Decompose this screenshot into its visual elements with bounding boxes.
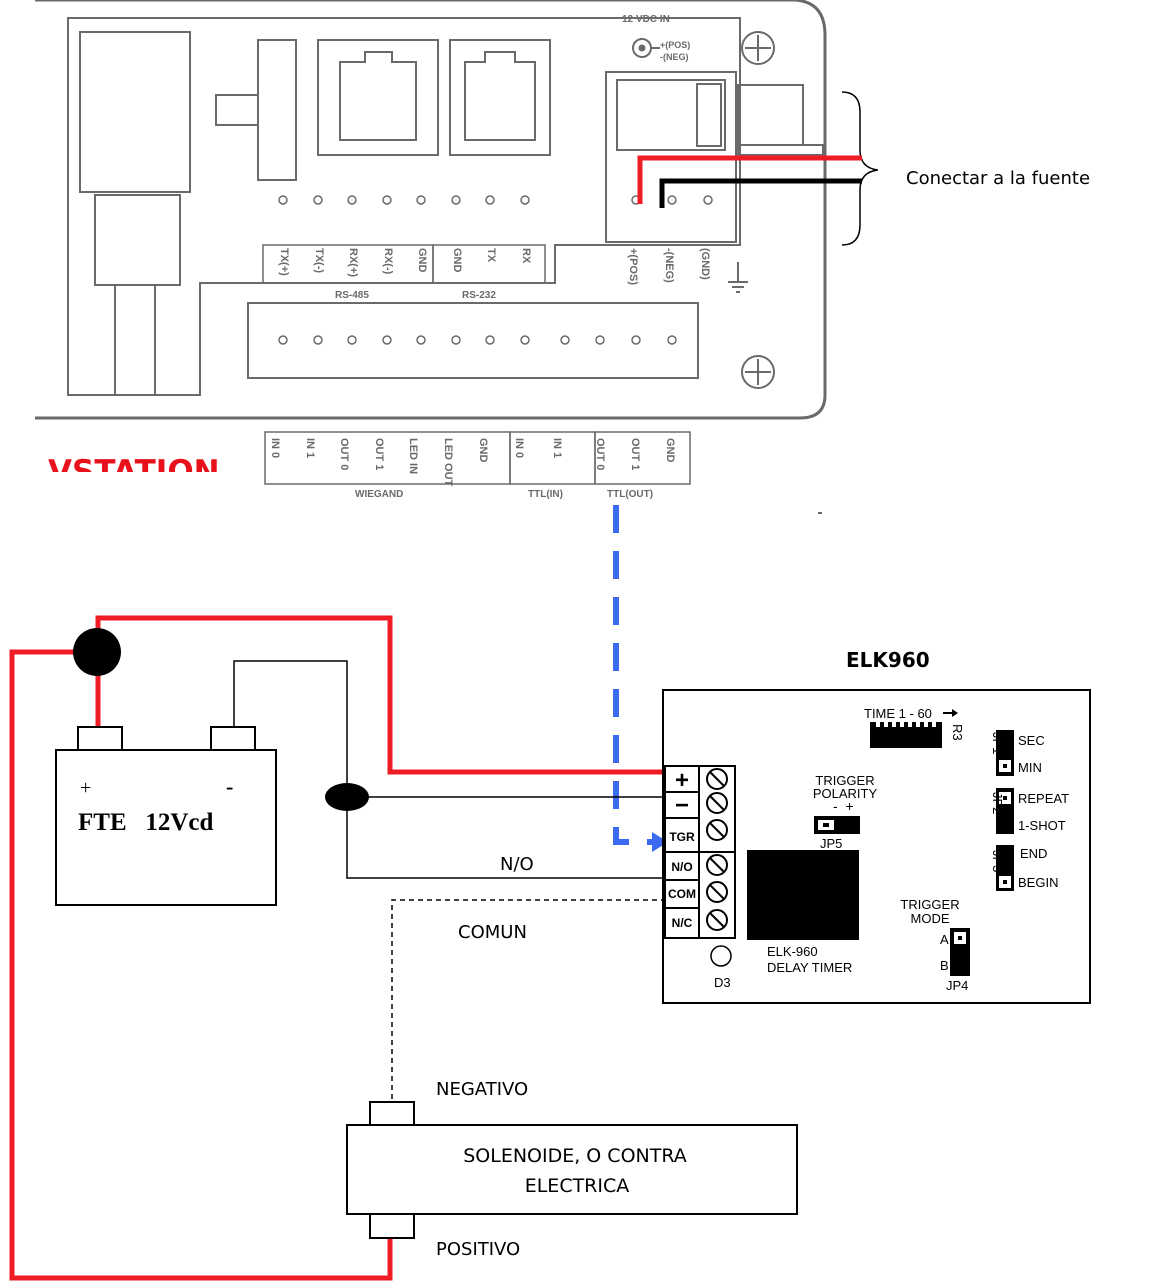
terminal-label: IN 1: [551, 438, 563, 458]
battery-plus: +: [80, 777, 91, 799]
jp2-label: JP2: [990, 792, 1005, 814]
negative-wire: [233, 660, 666, 879]
battery-minus: -: [226, 774, 233, 799]
terminal-label: OUT 1: [373, 438, 385, 470]
terminal-label: TX: [485, 248, 497, 263]
terminal-label: LED OUT: [442, 438, 454, 487]
terminal-com: COM: [668, 887, 696, 901]
elk-title: ELK960: [846, 648, 930, 672]
terminal-no: N/O: [671, 860, 692, 874]
signal-arrow-icon: [652, 832, 668, 852]
jp4-label: JP4: [946, 978, 968, 993]
no-wire-label: N/O: [500, 854, 534, 875]
jp2-oneshot: 1-SHOT: [1018, 818, 1066, 833]
terminal-label: GND: [664, 438, 676, 463]
terminal-label: LED IN: [407, 438, 419, 474]
top-terminal-holes: [278, 195, 713, 205]
power-jack-pos: +(POS): [660, 40, 690, 50]
group-ttl-out: TTL(OUT): [607, 489, 653, 500]
vstation-texts: 12 VDC IN +(POS) -(NEG) RS-485 RS-232 WI…: [335, 14, 690, 500]
jp5-label: JP5: [820, 836, 842, 851]
group-rs485: RS-485: [335, 290, 369, 301]
terminal-label: IN 0: [269, 438, 281, 458]
mode-a: A: [940, 932, 949, 947]
terminal-label: RX(+): [347, 248, 359, 277]
terminal-label: GND: [477, 438, 489, 463]
chip-line1: ELK-960: [767, 944, 818, 959]
terminal-tgr: TGR: [669, 830, 695, 844]
positive-wire-loop: [9, 649, 393, 1281]
group-ttl-in: TTL(IN): [528, 489, 563, 500]
terminal-label: RX: [520, 248, 532, 264]
battery: + - FTE 12Vcd: [55, 726, 277, 906]
terminal-label: OUT 1: [629, 438, 641, 470]
signal-wire: [613, 505, 660, 845]
jp2-repeat: REPEAT: [1018, 791, 1069, 806]
vstation-device: [35, 0, 827, 485]
d3-led: [710, 945, 732, 967]
terminal-label: -(NEG): [663, 248, 675, 283]
elk-terminal-screws: [706, 768, 728, 931]
group-rs232: RS-232: [462, 290, 496, 301]
elk-board: + − TGR N/O COM N/C D3 ELK-960 DELAY TIM…: [662, 689, 1091, 1004]
power-brace: [841, 91, 879, 246]
bottom-terminal-holes: [278, 335, 677, 345]
terminal-label: +(POS): [627, 248, 639, 285]
jp1-sec: SEC: [1018, 733, 1045, 748]
terminal-nc: N/C: [672, 916, 693, 930]
junction-node-positive: [73, 628, 121, 676]
solenoid-line2: ELECTRICA: [525, 1175, 630, 1197]
group-wiegand: WIEGAND: [355, 489, 403, 500]
jp3-begin: BEGIN: [1018, 875, 1058, 890]
trigger-mode-2: MODE: [911, 911, 950, 926]
vstation-vertical-labels: TX(+) TX(-) RX(+) RX(-) GND GND TX RX +(…: [269, 248, 711, 487]
terminal-label: TX(-): [313, 248, 325, 273]
elk-terminal-block: [664, 765, 736, 939]
trigger-polarity-1: TRIGGER: [815, 773, 874, 788]
timer-chip: [747, 850, 859, 940]
negative-label: NEGATIVO: [436, 1079, 528, 1100]
terminal-label: IN 1: [304, 438, 316, 458]
positive-wire-top: [95, 615, 666, 775]
terminal-plus: +: [675, 767, 689, 794]
connect-power-label: Conectar a la fuente: [906, 168, 1090, 189]
jp3-end: END: [1020, 846, 1047, 861]
terminal-label: (GND): [699, 248, 711, 280]
jp1-min: MIN: [1018, 760, 1042, 775]
common-wire: [391, 899, 666, 1102]
terminal-label: TX(+): [278, 248, 290, 276]
terminal-label: GND: [416, 248, 428, 273]
solenoid-line1: SOLENOIDE, O CONTRA: [463, 1145, 687, 1167]
junction-node-negative: [325, 783, 369, 811]
chip-line2: DELAY TIMER: [767, 960, 852, 975]
terminal-label: RX(-): [382, 248, 394, 275]
power-jack-neg: -(NEG): [660, 52, 689, 62]
terminal-label: IN 0: [513, 438, 525, 458]
jp3-label: JP3: [990, 850, 1005, 872]
solenoid: SOLENOIDE, O CONTRA ELECTRICA: [346, 1101, 798, 1239]
terminal-label: GND: [451, 248, 463, 273]
terminal-label: OUT 0: [338, 438, 350, 470]
vstation-red-wire: [637, 155, 862, 204]
terminal-minus: −: [675, 792, 689, 819]
battery-label: FTE 12Vcd: [78, 809, 214, 836]
r3-label: R3: [950, 724, 965, 741]
trigger-polarity-signs: - +: [833, 798, 854, 814]
power-jack-label: 12 VDC IN: [622, 14, 670, 25]
r3-potentiometer: [870, 722, 942, 748]
d3-label: D3: [714, 975, 731, 990]
common-wire-label: COMUN: [458, 922, 527, 943]
jp1-label: JP1: [990, 732, 1005, 754]
time-label: TIME 1 - 60: [864, 706, 932, 721]
trigger-polarity-2: POLARITY: [813, 786, 878, 801]
terminal-label: OUT 0: [594, 438, 606, 470]
mode-b: B: [940, 958, 949, 973]
trigger-mode-1: TRIGGER: [900, 897, 959, 912]
vstation-black-wire: [659, 178, 862, 208]
positive-label: POSITIVO: [436, 1239, 520, 1260]
